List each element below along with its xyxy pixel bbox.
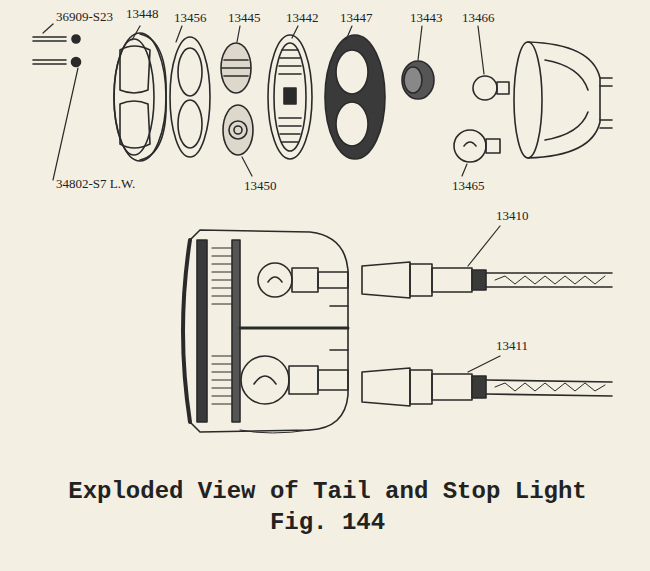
screws xyxy=(33,35,81,67)
callout-number: 13411 xyxy=(496,338,528,353)
bezel-ring xyxy=(114,33,166,161)
plugs-and-cables xyxy=(362,262,612,406)
bulbs xyxy=(454,76,509,162)
callout-number: 13445 xyxy=(228,10,261,25)
rear-gasket xyxy=(325,35,385,159)
figure-caption: Exploded View of Tail and Stop Light Fig… xyxy=(55,476,600,538)
callout-number: 13456 xyxy=(174,10,207,25)
reflector-plate xyxy=(268,35,312,159)
housing xyxy=(514,42,612,158)
callout-number: 13450 xyxy=(244,178,277,193)
callout-number: 13442 xyxy=(286,10,319,25)
callout-number: 13443 xyxy=(410,10,443,25)
lenses xyxy=(221,43,253,155)
gasket xyxy=(170,37,210,157)
leader-lines xyxy=(43,24,500,372)
callout-number: 13465 xyxy=(452,178,485,193)
assembled-light-cutaway xyxy=(183,230,348,433)
callout-number: 13410 xyxy=(496,208,529,223)
callout-number: 36909-S23 xyxy=(56,9,113,24)
callout-number: 13447 xyxy=(340,10,373,25)
callout-number: 13466 xyxy=(462,10,495,25)
callout-number: 13448 xyxy=(126,6,159,21)
small-lens xyxy=(402,61,434,99)
callout-number: 34802-S7 L.W. xyxy=(56,176,135,191)
